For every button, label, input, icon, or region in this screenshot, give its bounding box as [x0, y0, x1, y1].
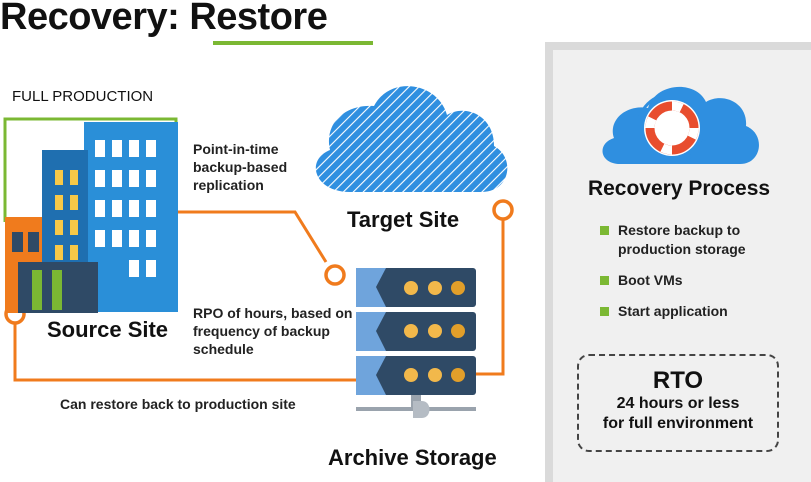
restore-connector — [13, 323, 356, 382]
target-cloud-icon — [315, 86, 508, 192]
server-network-plug — [413, 401, 430, 418]
full-production-label: FULL PRODUCTION — [12, 88, 154, 105]
connector-node-target — [492, 199, 514, 221]
recovery-step-label: Start application — [618, 303, 728, 319]
recovery-process-title: Recovery Process — [587, 177, 771, 200]
server-unit-3 — [356, 356, 476, 395]
restore-back-note: Can restore back to production site — [60, 396, 296, 412]
recovery-step-label: Boot VMs — [618, 272, 683, 288]
source-site-buildings — [5, 122, 178, 313]
rto-box: RTO 24 hours or less for full environmen… — [577, 354, 779, 452]
step-bullet — [600, 226, 609, 235]
recovery-step: Boot VMs — [600, 271, 683, 290]
archive-server-stack — [356, 268, 476, 418]
title-underline — [213, 41, 373, 45]
target-site-label: Target Site — [347, 207, 460, 232]
step-bullet — [600, 307, 609, 316]
connector-node-archive-in — [324, 264, 346, 286]
title-highlight: Restore — [189, 0, 328, 38]
archive-to-target-connector — [476, 220, 505, 376]
recovery-step-label: Restore backup to production storage — [618, 222, 746, 257]
replication-connector — [176, 210, 328, 263]
rto-line-2: for full environment — [602, 415, 754, 432]
source-site-label: Source Site — [47, 317, 169, 342]
rpo-note: RPO of hours, based on frequency of back… — [193, 305, 353, 357]
server-unit-2 — [356, 312, 476, 351]
recovery-step: Restore backup to production storage — [600, 221, 783, 259]
title-prefix: Recovery: — [0, 0, 190, 38]
rto-line-1: 24 hours or less — [616, 395, 740, 412]
recovery-step: Start application — [600, 302, 728, 321]
step-bullet — [600, 276, 609, 285]
point-in-time-note: Point-in-time backup-based replication — [193, 141, 288, 193]
page-title: Recovery: Restore — [0, 0, 328, 39]
recovery-cloud-icon — [602, 86, 759, 164]
rto-title: RTO — [652, 367, 704, 394]
archive-storage-label: Archive Storage — [328, 445, 497, 470]
server-unit-1 — [356, 268, 476, 307]
